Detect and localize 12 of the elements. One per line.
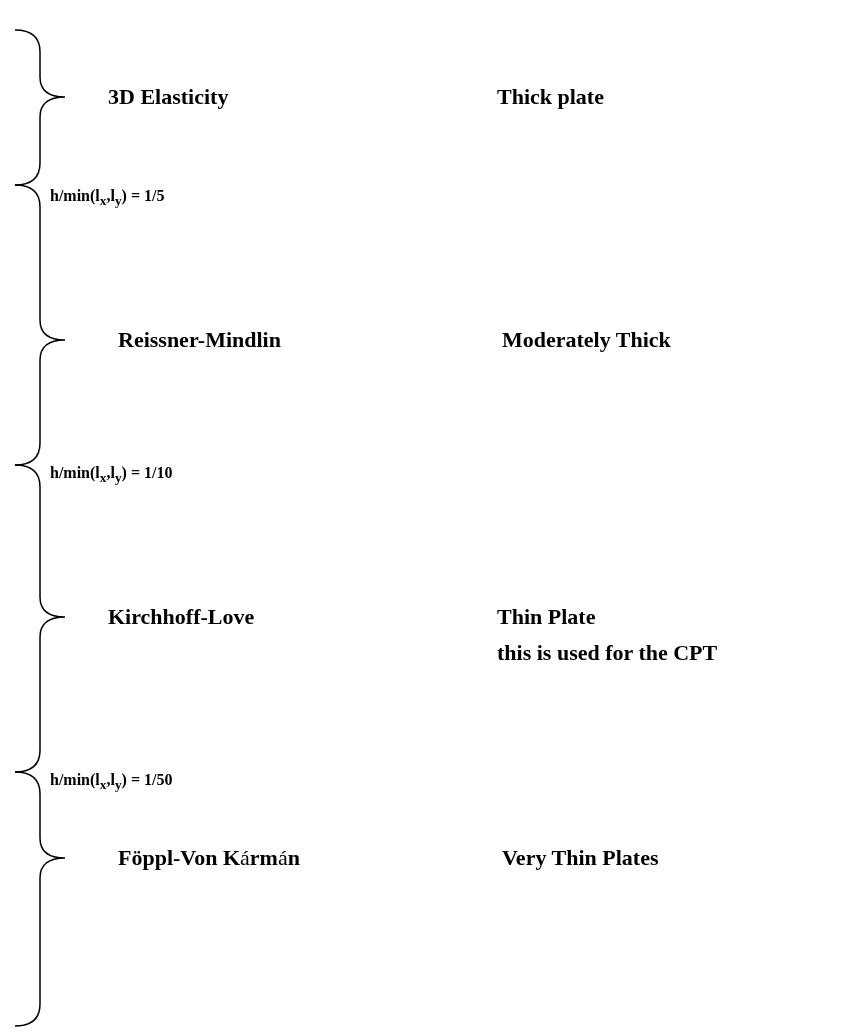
plate-type: Very Thin Plates <box>502 845 659 871</box>
model-name: Föppl-Von Kármán <box>118 845 300 871</box>
model-name: Reissner-Mindlin <box>118 327 281 353</box>
plate-type: Thin Plate <box>497 604 596 630</box>
plate-type: Thick plate <box>497 84 604 110</box>
model-name: Kirchhoff-Love <box>108 604 255 630</box>
thickness-ratio: h/min(l$_{x}$,l$_{y}$) = 1/50 <box>50 770 173 795</box>
note: this is used for the CPT <box>497 640 718 666</box>
thickness-ratio: h/min(l$_{x}$,l$_{y}$) = 1/10 <box>50 463 173 488</box>
thickness-ratio: h/min(l$_{x}$,l$_{y}$) = 1/5 <box>50 186 165 211</box>
model-name: 3D Elasticity <box>108 84 229 110</box>
plate-type: Moderately Thick <box>502 327 671 353</box>
